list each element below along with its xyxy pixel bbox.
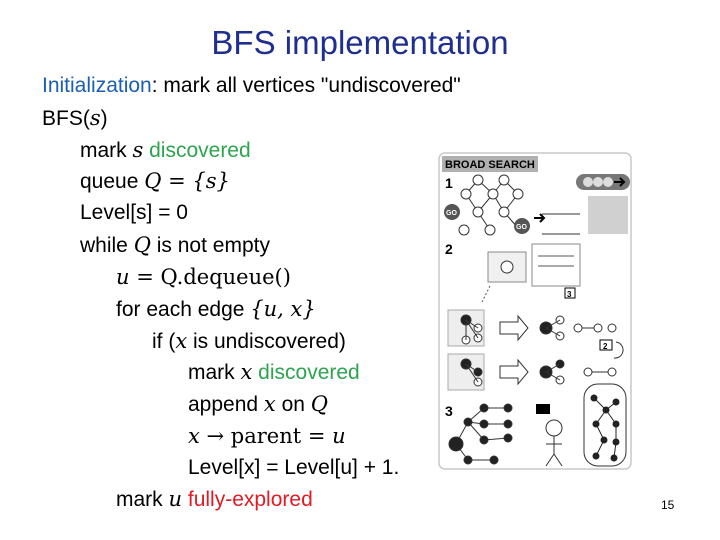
- var-u-2: u: [332, 424, 346, 448]
- line-level-x: Level[x] = Level[u] + 1.: [188, 456, 400, 479]
- var-x-2: x: [240, 360, 253, 384]
- header-text: BROAD SEARCH: [445, 159, 535, 171]
- header-bar: [442, 156, 538, 172]
- queue-expr: Q = {s}: [144, 169, 230, 193]
- puzzle-piece: [588, 196, 628, 234]
- bfs-close: ): [100, 107, 108, 130]
- person-icon: [545, 419, 563, 467]
- line-mark-s: mark s discovered: [80, 137, 251, 164]
- graph-3: [448, 403, 513, 465]
- line-parent: x → parent = u: [188, 423, 346, 450]
- on-word: on: [275, 393, 311, 416]
- line-bfs: BFS(s): [42, 105, 108, 132]
- step-2-label: 2: [445, 241, 453, 257]
- discovered-word: discovered: [143, 139, 251, 162]
- var-x: x: [175, 329, 188, 353]
- while-word: while: [80, 234, 134, 257]
- while-cond: is not empty: [150, 234, 270, 257]
- arrow-right-icon: [614, 177, 626, 187]
- var-u-3: u: [168, 487, 183, 511]
- fully-explored-word: fully-explored: [182, 488, 313, 511]
- line-initialization: Initialization: mark all vertices "undis…: [42, 73, 461, 99]
- broad-search-illustration: BROAD SEARCH 1 GO GO 2 3: [438, 152, 632, 470]
- var-q-2: Q: [310, 392, 329, 416]
- line-if: if (x is undiscovered): [152, 328, 346, 355]
- line-mark-u: mark u fully-explored: [116, 486, 313, 513]
- graph-2b: [447, 353, 617, 391]
- flag-icon: [536, 404, 550, 414]
- step-1-label: 1: [445, 175, 453, 191]
- line-dequeue: u = Q.dequeue(): [116, 264, 291, 291]
- var-s: s: [132, 138, 144, 162]
- slide-title: BFS implementation: [211, 24, 509, 61]
- loop-arrow-icon: [613, 341, 624, 359]
- step-3-label: 3: [445, 403, 453, 419]
- var-x-3: x: [263, 392, 276, 416]
- arrow-right-icon: [534, 213, 546, 223]
- line-queue: queue Q = {s}: [80, 168, 230, 195]
- line-mark-x: mark x discovered: [188, 359, 360, 386]
- go-badge-2: [514, 218, 530, 234]
- page-number: 15: [661, 498, 675, 512]
- panel-2b: [531, 243, 581, 287]
- var-u: u: [116, 265, 130, 289]
- discovered-word-2: discovered: [252, 361, 360, 384]
- small-2-label: 2: [603, 342, 608, 351]
- graph-1: [458, 174, 524, 236]
- var-x-4: x: [188, 424, 200, 448]
- bfs-arg: s: [89, 106, 101, 130]
- var-q: Q: [133, 233, 151, 257]
- bfs-name: BFS(: [42, 107, 90, 130]
- go-badge-1: [444, 204, 460, 220]
- small-3-label: 3: [567, 290, 572, 299]
- mark-word-3: mark: [116, 488, 169, 511]
- append-word: append: [188, 393, 264, 416]
- line-level-s: Level[s] = 0: [80, 201, 188, 224]
- parent-expr: → parent =: [199, 424, 333, 448]
- dequeue-expr: = Q.dequeue(): [129, 265, 291, 289]
- init-text: : mark all vertices "undiscovered": [151, 74, 461, 97]
- edge-expr: {u, x}: [250, 297, 316, 321]
- if-cond: is undiscovered): [187, 330, 346, 353]
- line-while: while Q is not empty: [80, 232, 270, 259]
- go-label-2: GO: [516, 224, 527, 231]
- if-word: if (: [152, 330, 176, 353]
- line-foreach: for each edge {u, x}: [116, 296, 316, 323]
- queue-word: queue: [80, 170, 145, 193]
- foreach-word: for each edge: [116, 298, 251, 321]
- mark-word: mark: [80, 139, 133, 162]
- init-keyword: Initialization: [42, 74, 152, 97]
- graph-2a: [447, 309, 617, 347]
- tree-bubble: [583, 383, 627, 467]
- line-append: append x on Q: [188, 391, 328, 418]
- go-label-1: GO: [446, 210, 457, 217]
- tree-graph: [590, 394, 620, 462]
- mark-word-2: mark: [188, 361, 241, 384]
